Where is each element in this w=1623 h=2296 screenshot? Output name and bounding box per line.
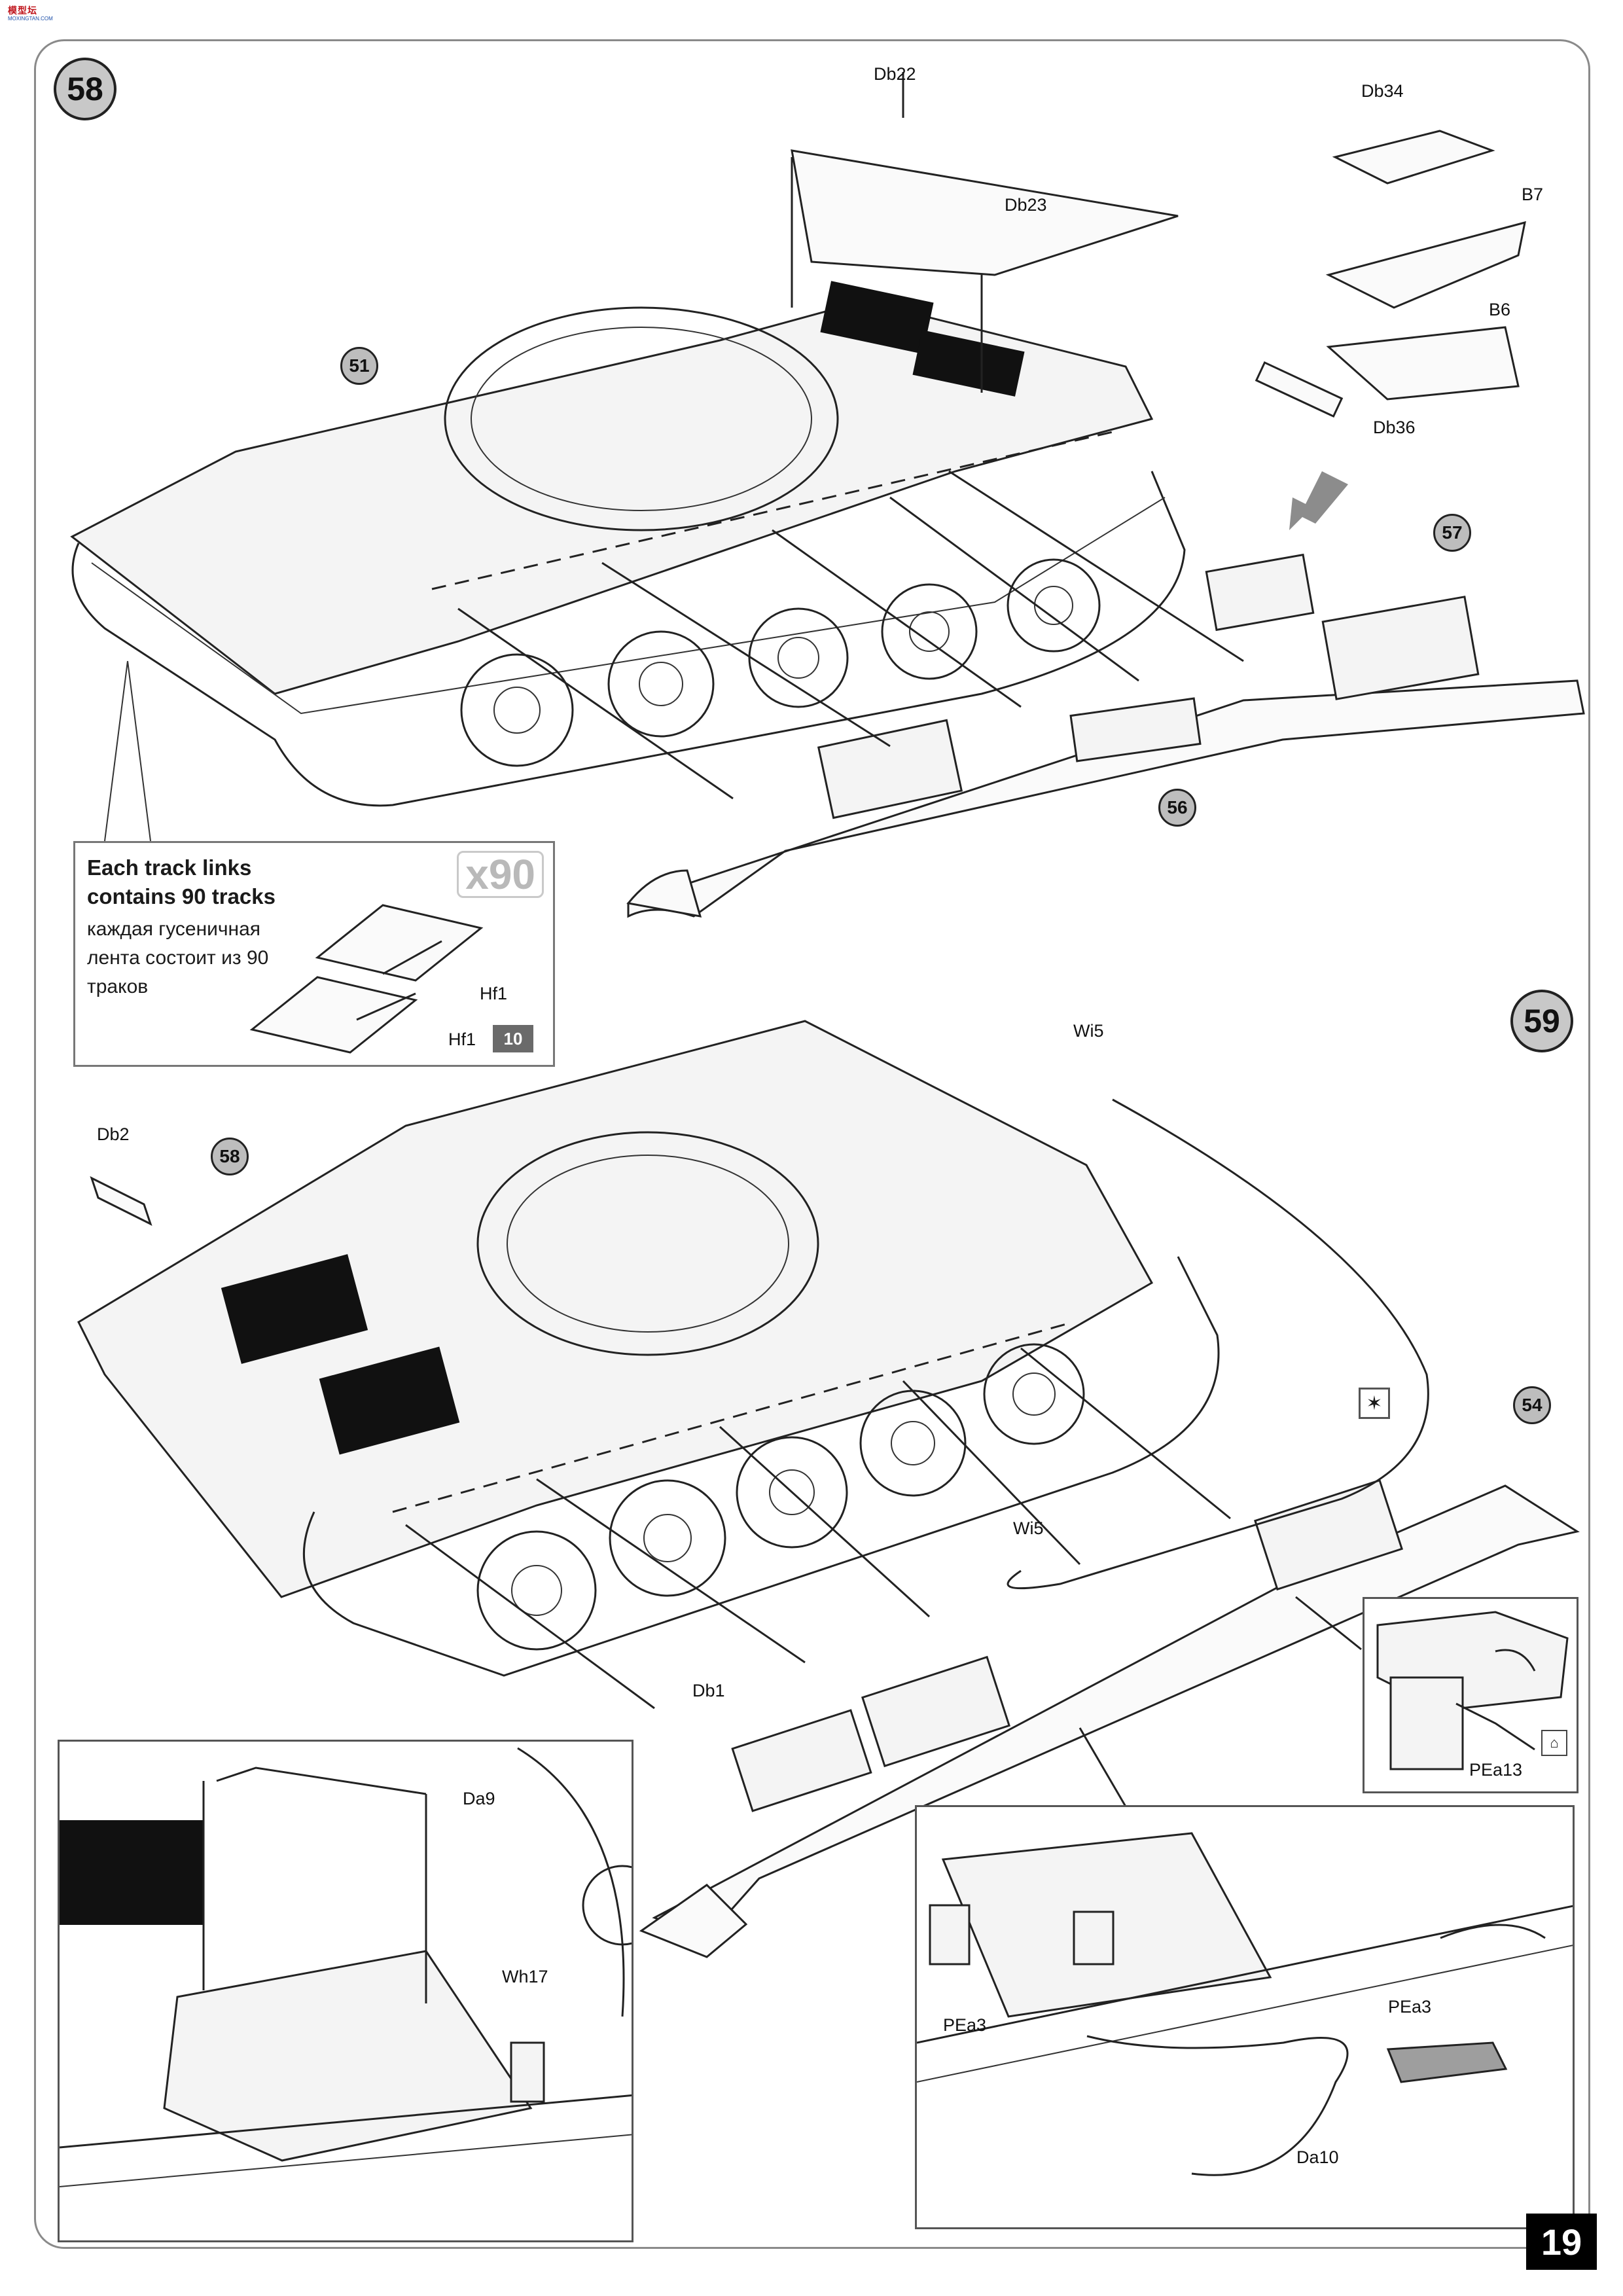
track-58 <box>71 471 1186 807</box>
hull-58 <box>70 300 1154 695</box>
turret-ring-58 <box>444 306 839 531</box>
part-label-db22: Db22 <box>874 64 916 84</box>
box-db34 <box>1332 130 1495 185</box>
turret-ring-59 <box>476 1131 819 1356</box>
reference-step-badge: 58 <box>211 1138 249 1175</box>
detail-inset-pea3: PEa3 PEa3 Da10 <box>915 1805 1575 2229</box>
glue-icon: ✶ <box>1359 1388 1390 1419</box>
track-link-drawing <box>249 904 484 1054</box>
part-label-hf1: Hf1 <box>480 984 508 1003</box>
part-label-db23: Db23 <box>1005 195 1047 215</box>
part-label-wi5: Wi5 <box>1013 1518 1044 1538</box>
box-b6 <box>1326 326 1520 401</box>
quantity-badge: x90 <box>457 851 544 898</box>
part-label-wi5: Wi5 <box>1073 1021 1104 1041</box>
step-number-badge: 58 <box>54 58 116 120</box>
logo-subtext: MOXINGTAN.COM <box>8 16 53 22</box>
track-59 <box>302 1256 1220 1677</box>
part-label-pea3: PEa3 <box>943 2015 987 2035</box>
publisher-logo: 模型坛 MOXINGTAN.COM <box>5 4 53 24</box>
panel-db22 <box>791 149 1179 276</box>
reference-step-badge: 56 <box>1158 789 1196 827</box>
part-db2 <box>90 1176 152 1226</box>
part-label-b6: B6 <box>1489 300 1511 319</box>
sprue-number-badge: 10 <box>493 1025 533 1052</box>
part-label-db34: Db34 <box>1361 81 1404 101</box>
photo-etch-icon: ⌂ <box>1541 1730 1567 1756</box>
part-label-pea3: PEa3 <box>1388 1997 1432 2017</box>
engine-grille-59a <box>221 1254 368 1364</box>
road-wheels-58 <box>460 558 1101 767</box>
step-number-badge: 59 <box>1510 990 1573 1052</box>
track-note-box: Each track links contains 90 tracks кажд… <box>73 841 555 1067</box>
part-label-db36: Db36 <box>1373 418 1416 437</box>
reference-step-badge: 51 <box>340 347 378 385</box>
hull-59 <box>77 1020 1154 1598</box>
part-label-db2: Db2 <box>97 1124 130 1144</box>
reference-step-badge: 57 <box>1433 514 1471 552</box>
part-label-b7: B7 <box>1522 185 1544 204</box>
engine-grille-58b <box>912 330 1025 397</box>
part-label-wh17: Wh17 <box>502 1967 548 1986</box>
logo-text: 模型坛 <box>8 5 37 16</box>
part-db36 <box>1255 361 1344 418</box>
reference-step-badge: 54 <box>1513 1386 1551 1424</box>
box-b7 <box>1325 221 1526 309</box>
engine-grille-58a <box>820 281 934 354</box>
part-label-pea13: PEa13 <box>1469 1760 1523 1780</box>
page-frame <box>34 39 1590 2249</box>
part-label-db1: Db1 <box>692 1681 725 1700</box>
part-label-hf1: Hf1 <box>448 1030 476 1049</box>
note-russian: каждая гусеничная лента состоит из 90 тр… <box>87 918 269 997</box>
wire-wi5 <box>1007 1098 1429 1590</box>
note-english: Each track links contains 90 tracks <box>87 855 276 908</box>
engine-grille-59b <box>319 1346 460 1455</box>
part-label-da9: Da9 <box>463 1789 495 1808</box>
arrow-down-icon <box>1289 471 1348 530</box>
part-label-da10: Da10 <box>1296 2147 1339 2167</box>
detail-inset-pea13: PEa13 ⌂ <box>1363 1597 1578 1793</box>
detail-inset-da9: Da9 Wh17 <box>58 1740 633 2242</box>
page-number: 19 <box>1526 2214 1597 2270</box>
